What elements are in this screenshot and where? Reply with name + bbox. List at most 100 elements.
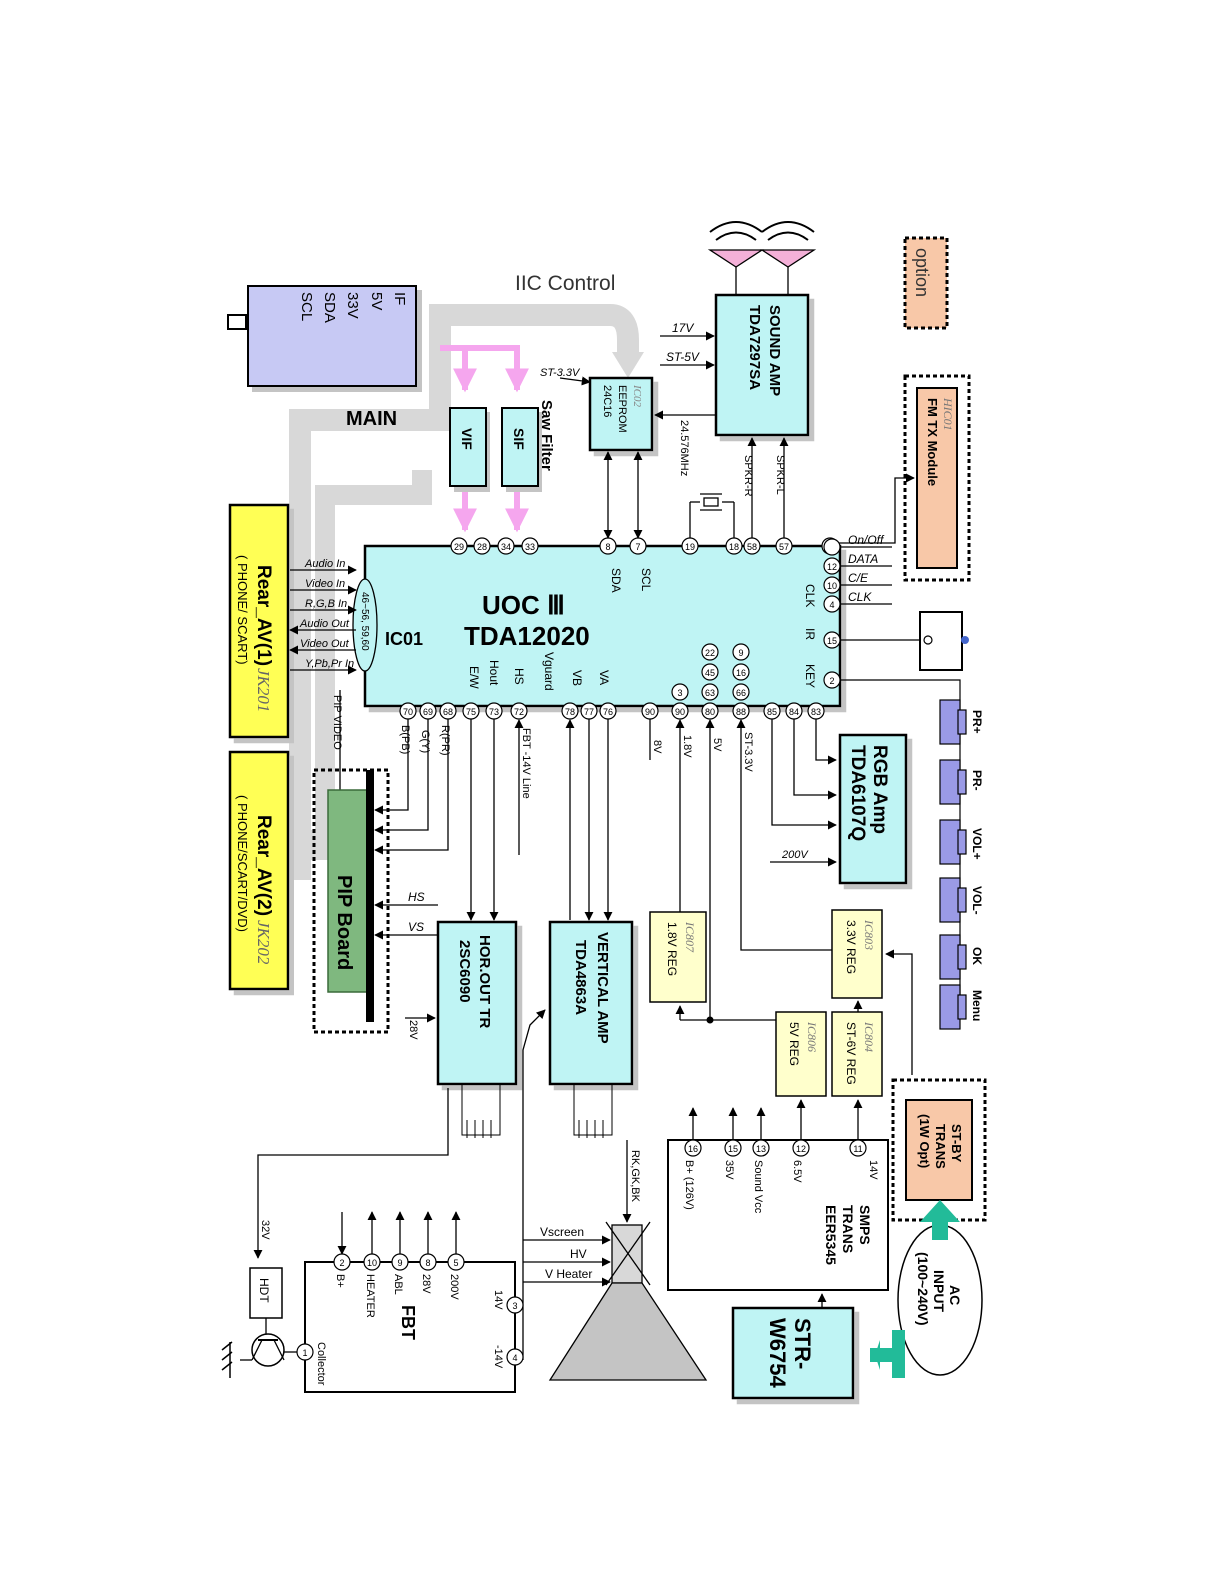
tuner-line-2: 5V xyxy=(368,292,385,310)
svg-text:28: 28 xyxy=(477,542,487,552)
key-menu[interactable]: Menu xyxy=(939,984,984,1030)
fbt-pin-10: 10 HEATER xyxy=(363,1211,381,1318)
pin-76: 76 xyxy=(599,702,617,720)
supply-8v: 8V xyxy=(651,740,663,754)
smps-pin-13: 13 Sound Vcc xyxy=(752,1107,770,1214)
svg-text:9: 9 xyxy=(738,648,743,658)
pin-33: 33 xyxy=(521,537,539,555)
svg-text:B+ (126V): B+ (126V) xyxy=(683,1160,695,1210)
rear-av2-block: Rear_AV(2) ( PHONE/SCART/DVD) JK202 xyxy=(228,750,290,991)
svg-text:90: 90 xyxy=(645,707,655,717)
pin-83: 83 xyxy=(807,702,825,720)
fbt-pin-1: 1 Collector xyxy=(296,1342,327,1386)
eeprom-supply-label: ST-3.3V xyxy=(540,367,581,379)
vertical-amp-block: VERTICAL AMP TDA4863A xyxy=(548,920,634,1086)
smps-block: SMPS TRANS EER5345 xyxy=(667,1139,889,1291)
fbt-block: FBT xyxy=(304,1261,516,1393)
transistor-icon xyxy=(240,1333,297,1367)
uoc-scl-label: SCL xyxy=(639,568,653,592)
supply-5v: 5V xyxy=(711,738,723,752)
reg-st6v-block: IC804 ST-6V REG xyxy=(831,1011,883,1097)
reg-st6v-name: ST-6V REG xyxy=(844,1022,858,1085)
svg-text:34: 34 xyxy=(501,542,511,552)
uoc-hs-label: HS xyxy=(512,668,526,685)
smps-line-1: SMPS xyxy=(857,1205,873,1245)
ground-icon xyxy=(221,1341,233,1378)
fbt-pin-8: 8 28V xyxy=(419,1211,437,1294)
reg-5v-id: IC806 xyxy=(805,1021,819,1052)
uoc-title-line-2: TDA12020 xyxy=(464,621,590,651)
hor-out-block: HOR.OUT TR 2SC6090 xyxy=(436,920,518,1086)
crt-rgb-label: RK,GK,BK xyxy=(629,1150,641,1203)
pip-g-label: G(Y) xyxy=(419,730,431,753)
crt-icon xyxy=(548,1221,708,1381)
reg-5v-name: 5V REG xyxy=(787,1022,801,1066)
key-pr-minus[interactable]: PR- xyxy=(939,759,984,805)
av-video-in: Video In xyxy=(305,578,345,590)
pin-75: 75 xyxy=(462,702,480,720)
rear-av1-title: Rear_AV(1) xyxy=(253,565,274,666)
st-by-line-1: ST-BY xyxy=(949,1124,964,1163)
ac-to-str-arrow xyxy=(870,1330,905,1378)
fbt-name: FBT xyxy=(398,1305,418,1340)
iic-control-label: IIC Control xyxy=(515,272,615,295)
pip-r-label: R(PR) xyxy=(439,725,451,756)
pin-72: 72 xyxy=(510,702,528,720)
pin-10: 10 xyxy=(823,576,841,594)
st-by-option-frame xyxy=(891,1078,987,1222)
sound-amp-line-1: SOUND AMP xyxy=(766,305,783,396)
svg-text:12: 12 xyxy=(827,562,837,572)
fbt-pin-2: 2 B+ xyxy=(333,1212,351,1288)
svg-text:80: 80 xyxy=(705,707,715,717)
eeprom-block: IC02 EEPROM 24C16 xyxy=(588,376,654,452)
pin-66: 66 xyxy=(732,683,750,701)
key-pr-plus[interactable]: PR+ xyxy=(939,699,984,745)
reg-3v3-block: IC803 3.3V REG xyxy=(831,909,883,999)
svg-text:68: 68 xyxy=(443,707,453,717)
key-vol-minus[interactable]: VOL- xyxy=(939,877,984,923)
ac-input-line-3: (100~240V) xyxy=(915,1252,931,1326)
vertical-amp-line-1: VERTICAL AMP xyxy=(594,932,611,1044)
svg-text:Collector: Collector xyxy=(315,1342,327,1386)
pin-68: 68 xyxy=(439,702,457,720)
vertical-amp-line-2: TDA4863A xyxy=(572,940,589,1015)
av-audio-in: Audio In xyxy=(304,558,345,570)
svg-text:B+: B+ xyxy=(334,1274,346,1288)
svg-text:1: 1 xyxy=(302,1348,307,1358)
svg-text:16: 16 xyxy=(688,1144,698,1154)
reg-1v8-id: IC807 xyxy=(683,921,697,953)
pin-3: 3 xyxy=(671,683,689,701)
uoc-hout-label: Hout xyxy=(487,660,501,686)
svg-text:73: 73 xyxy=(489,707,499,717)
reg-1v8-block: IC807 1.8V REG xyxy=(649,911,707,1003)
key-line xyxy=(840,679,961,700)
svg-text:33: 33 xyxy=(525,542,535,552)
svg-text:70: 70 xyxy=(403,707,413,717)
str-line-2: W6754 xyxy=(765,1318,790,1388)
smps-pin-12: 12 6.5V xyxy=(791,1139,810,1183)
fbt-pin-3: 3 14V xyxy=(492,1290,524,1314)
svg-text:3: 3 xyxy=(677,688,682,698)
crystal-icon xyxy=(689,493,735,538)
pin-34: 34 xyxy=(497,537,515,555)
pin-2: 2 xyxy=(823,671,841,689)
svg-text:35V: 35V xyxy=(723,1160,735,1180)
svg-text:18: 18 xyxy=(729,542,739,552)
rgb-amp-line-2: TDA6107Q xyxy=(847,745,868,841)
rear-av1-jk: JK201 xyxy=(254,668,273,712)
key-ok[interactable]: OK xyxy=(939,934,984,980)
svg-text:13: 13 xyxy=(756,1144,766,1154)
speaker-left-icon xyxy=(707,221,765,295)
svg-text:Menu: Menu xyxy=(970,990,984,1021)
crt-vheater-label: V Heater xyxy=(545,1267,592,1281)
fbt-pin-5: 5 200V xyxy=(447,1211,465,1300)
pin-18: 18 xyxy=(725,537,743,555)
svg-text:15: 15 xyxy=(728,1144,738,1154)
eeprom-id: IC02 xyxy=(631,384,643,408)
svg-text:88: 88 xyxy=(736,707,746,717)
svg-text:200V: 200V xyxy=(448,1274,460,1300)
tuner-line-4: SDA xyxy=(321,292,338,323)
key-vol-plus[interactable]: VOL+ xyxy=(939,819,984,865)
av-audio-out: Audio Out xyxy=(299,618,350,630)
svg-text:45: 45 xyxy=(705,668,715,678)
